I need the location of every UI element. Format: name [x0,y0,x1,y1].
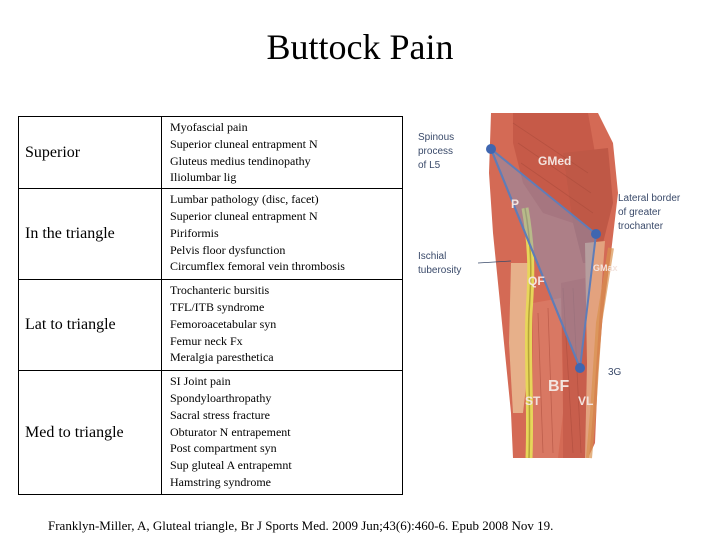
citation: Franklyn-Miller, A, Gluteal triangle, Br… [48,518,554,533]
region-cell: Lat to triangle [18,279,162,372]
condition-item: Pelvis floor dysfunction [170,242,286,257]
conditions-cell: SI Joint pain Spondyloarthropathy Sacral… [161,370,403,496]
conditions-cell: Lumbar pathology (disc, facet) Superior … [161,188,403,281]
bf-label: BF [548,378,570,395]
lateral-label-1: Lateral border [618,193,681,204]
spinous-label-1: Spinous [418,132,454,143]
region-cell: Superior [18,115,162,190]
gmax-label: GMax [593,263,618,273]
gluteal-triangle-overlay [477,144,601,373]
spinous-label-3: of L5 [418,160,441,171]
trochanter-point-marker [591,229,601,239]
vl-label: VL [578,394,593,408]
region-cell: Med to triangle [18,370,162,496]
gluteal-triangle-illustration: GMed P QF ST BF VL GMax Spinous process … [418,113,681,459]
condition-item: Lumbar pathology (disc, facet) [170,192,319,207]
condition-item: Piriformis [170,225,219,240]
condition-item: Obturator N entrapement [170,424,291,439]
condition-item: Myofascial pain [170,120,248,134]
ischial-label-1: Ischial [418,251,446,262]
condition-item: Sacral stress fracture [170,407,270,422]
condition-item: Trochanteric bursitis [170,283,270,298]
buttock-pain-table: Superior Myofascial pain Superior clunea… [18,115,403,496]
condition-item: Superior cluneal entrapment N [170,208,318,223]
3g-label: 3G [608,367,622,378]
table-row: Superior Myofascial pain Superior clunea… [18,115,403,190]
qf-label: QF [528,274,545,288]
condition-item: Femoroacetabular syn [170,316,277,331]
condition-item: Iliolumbar lig [170,170,237,185]
lateral-label-3: trochanter [618,221,664,232]
table-row: In the triangle Lumbar pathology (disc, … [18,188,403,281]
conditions-cell: Trochanteric bursitis TFL/ITB syndrome F… [161,279,403,372]
slide-title: Buttock Pain [266,27,454,67]
condition-item: Circumflex femoral vein thrombosis [170,259,345,274]
condition-item: Superior cluneal entrapment N [170,136,318,151]
condition-item: SI Joint pain [170,374,231,389]
3g-point-marker [575,363,585,373]
condition-item: Sup gluteal A entrapemnt [170,458,292,473]
conditions-cell: Myofascial pain Superior cluneal entrapm… [161,115,403,190]
condition-item: Spondyloarthropathy [170,390,272,405]
gmed-label: GMed [538,154,571,168]
region-cell: In the triangle [18,188,162,281]
condition-item: TFL/ITB syndrome [170,299,265,314]
ischial-label-2: tuberosity [418,265,461,276]
st-label: ST [525,394,541,408]
piriformis-label: P [511,197,519,211]
condition-item: Femur neck Fx [170,333,243,348]
condition-item: Hamstring syndrome [170,474,271,489]
table-row: Med to triangle SI Joint pain Spondyloar… [18,370,403,496]
lateral-label-2: of greater [618,207,661,218]
condition-item: Meralgia paresthetica [170,350,274,365]
spinous-label-2: process [418,146,453,157]
table-row: Lat to triangle Trochanteric bursitis TF… [18,279,403,372]
condition-item: Post compartment syn [170,441,277,456]
l5-point-marker [486,144,496,154]
condition-item: Gluteus medius tendinopathy [170,153,311,168]
